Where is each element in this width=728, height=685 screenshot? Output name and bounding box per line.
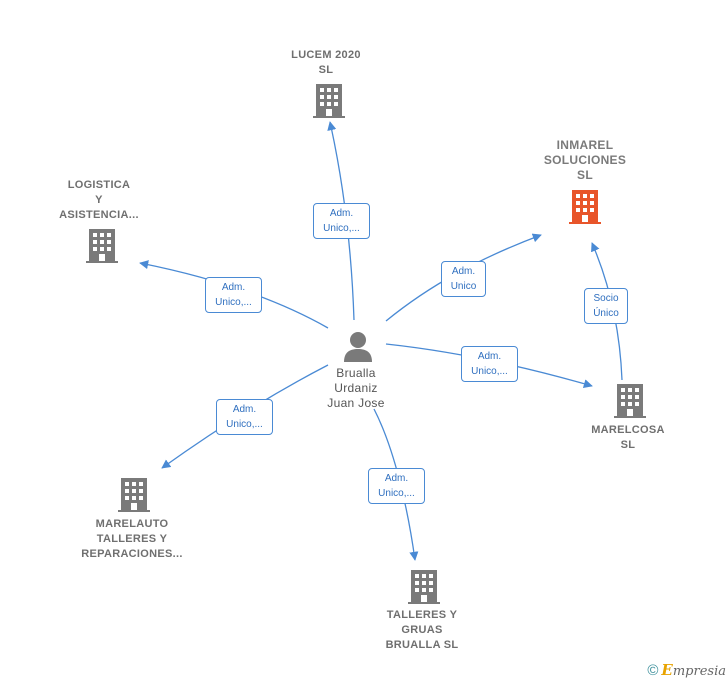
company-talleres-label[interactable]: TALLERES Y GRUAS BRUALLA SL	[385, 609, 459, 651]
company-inmarel-label[interactable]: INMAREL SOLUCIONES SL	[543, 138, 627, 182]
brand-logo: E	[661, 661, 673, 679]
person-icon[interactable]	[344, 332, 372, 362]
building-icon[interactable]	[614, 384, 646, 418]
edge-label-inmarel[interactable]: Adm.Unico	[441, 261, 486, 297]
copyright-icon: ©	[647, 661, 659, 679]
edge-label-talleres[interactable]: Adm.Unico,...	[368, 468, 425, 504]
building-icon[interactable]	[569, 190, 601, 224]
company-lucem-label[interactable]: LUCEM 2020 SL	[291, 49, 361, 76]
edge-label-marelcosa[interactable]: Adm.Unico,...	[461, 346, 518, 382]
brand-name: mpresia	[672, 664, 726, 679]
building-icon[interactable]	[86, 229, 118, 263]
edge-label-marelauto[interactable]: Adm.Unico,...	[216, 399, 273, 435]
edge-label-lucem[interactable]: Adm.Unico,...	[313, 203, 370, 239]
building-icon[interactable]	[313, 84, 345, 118]
building-icon[interactable]	[118, 478, 150, 512]
company-marelcosa-label[interactable]: MARELCOSA SL	[591, 424, 665, 451]
person-label[interactable]: Brualla Urdaniz Juan Jose	[327, 366, 385, 410]
footer-brand: © Empresia	[647, 661, 726, 679]
company-logistica-label[interactable]: LOGISTICA Y ASISTENCIA...	[59, 179, 139, 221]
edge-label-logistica[interactable]: Adm.Unico,...	[205, 277, 262, 313]
company-marelauto-label[interactable]: MARELAUTO TALLERES Y REPARACIONES...	[81, 518, 183, 560]
building-icon[interactable]	[408, 570, 440, 604]
